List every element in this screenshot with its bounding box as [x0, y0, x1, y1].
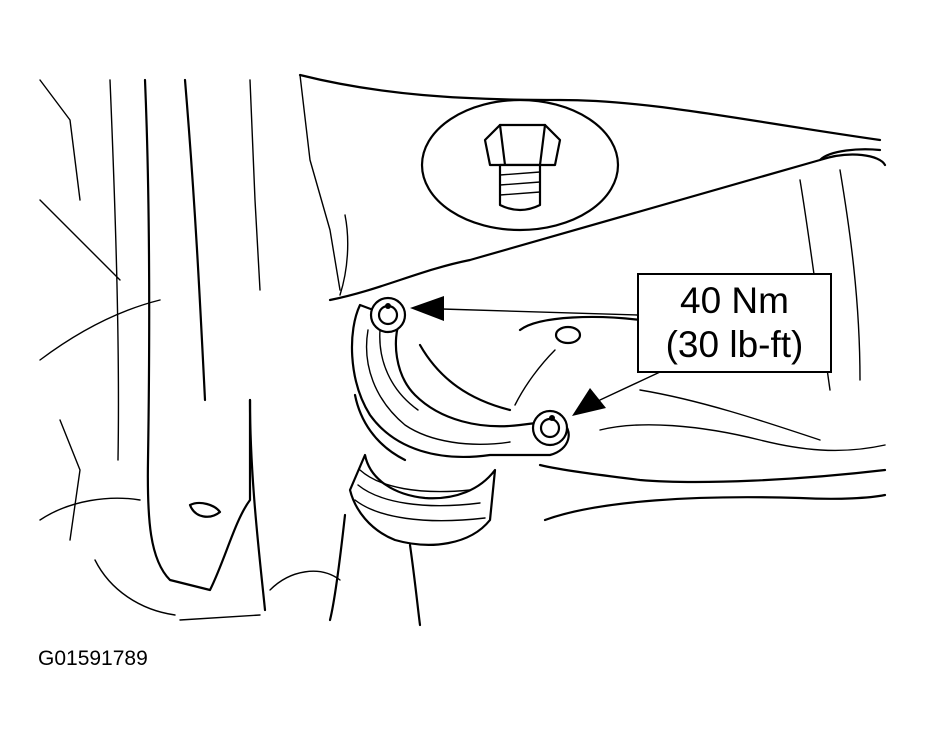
link-bracket — [350, 303, 570, 458]
torque-lbft-label: (30 lb-ft) — [665, 324, 804, 365]
strut-body — [269, 393, 497, 627]
arrow-head-lower — [572, 388, 606, 416]
upper-nut — [369, 296, 407, 334]
callout-arrows — [410, 296, 661, 416]
torque-callout: 40 Nm (30 lb-ft) — [637, 273, 832, 373]
upper-body-panel — [249, 73, 887, 302]
bolt-boss — [420, 98, 620, 232]
arrow-head-upper — [410, 296, 444, 321]
lower-nut — [531, 409, 569, 447]
torque-nm-label: 40 Nm — [680, 280, 789, 321]
figure-id-label: G01591789 — [38, 647, 148, 670]
left-frame-member — [39, 78, 267, 621]
